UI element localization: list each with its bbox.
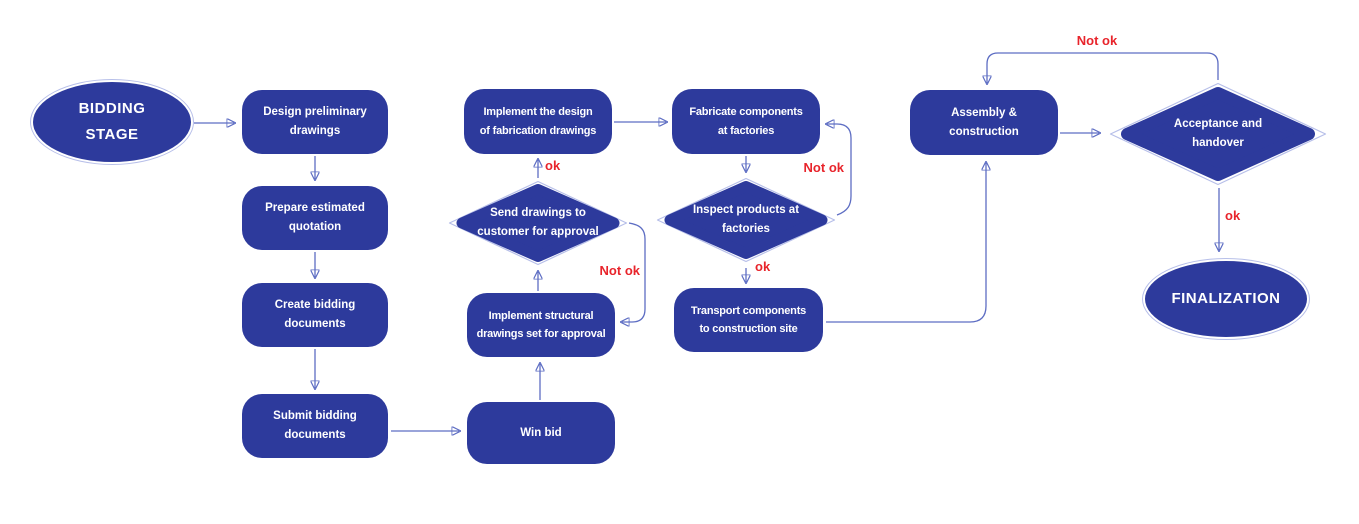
node-label: Fabricate components at factories <box>689 106 803 137</box>
node-label: Create bidding documents <box>274 299 356 330</box>
node-label: Implement the design of fabrication draw… <box>479 106 597 137</box>
connector-send-notok-loop <box>622 222 646 322</box>
process-prepare-estimated-quotation: Prepare estimated quotation <box>242 186 388 250</box>
process-assembly-construction: Assembly & construction <box>910 90 1058 155</box>
diamond-shape <box>448 180 628 266</box>
edge-label-not-ok-send-drawings: Not ok <box>599 263 640 278</box>
process-implement-fabrication-design: Implement the design of fabrication draw… <box>464 89 612 154</box>
node-label: BIDDING STAGE <box>78 99 146 143</box>
diamond-shape <box>1109 82 1327 186</box>
node-label: Send drawings to customer for approval <box>477 207 599 238</box>
node-label: Win bid <box>520 426 562 439</box>
edge-label-ok-acceptance: ok <box>1225 208 1241 223</box>
edge-label-ok-inspect: ok <box>755 259 771 274</box>
terminator-finalization: FINALIZATION <box>1145 261 1307 337</box>
connector-transport-to-assembly <box>826 163 986 323</box>
process-win-bid: Win bid <box>467 402 615 464</box>
edge-label-ok-send-drawings: ok <box>545 158 561 173</box>
connector-acceptance-notok-loop <box>987 52 1219 83</box>
edge-label-not-ok-acceptance: Not ok <box>1076 33 1118 48</box>
node-label: Submit bidding documents <box>273 410 357 441</box>
process-create-bidding-documents: Create bidding documents <box>242 283 388 347</box>
decision-send-drawings-for-approval: Send drawings to customer for approval <box>448 180 628 266</box>
node-label: Design preliminary drawings <box>263 106 367 137</box>
node-label: Transport components to construction sit… <box>690 304 807 335</box>
node-label: Inspect products at factories <box>692 204 800 235</box>
process-submit-bidding-documents: Submit bidding documents <box>242 394 388 458</box>
decision-acceptance-handover: Acceptance and handover <box>1109 82 1327 186</box>
node-label: FINALIZATION <box>1171 289 1281 307</box>
node-label: Implement structural drawings set for ap… <box>476 309 606 340</box>
edge-label-not-ok-inspect: Not ok <box>803 160 844 175</box>
diamond-shape <box>656 177 836 263</box>
process-design-preliminary-drawings: Design preliminary drawings <box>242 90 388 154</box>
process-fabricate-components: Fabricate components at factories <box>672 89 820 154</box>
node-label: Prepare estimated quotation <box>265 202 365 233</box>
connector-inspect-notok-loop <box>827 124 852 216</box>
process-implement-structural-drawings: Implement structural drawings set for ap… <box>467 293 615 357</box>
terminator-bidding-stage: BIDDING STAGE <box>33 82 191 162</box>
process-transport-components: Transport components to construction sit… <box>674 288 823 352</box>
node-label: Assembly & construction <box>949 106 1019 138</box>
decision-inspect-products: Inspect products at factories <box>656 177 836 263</box>
node-label: Acceptance and handover <box>1173 118 1263 149</box>
